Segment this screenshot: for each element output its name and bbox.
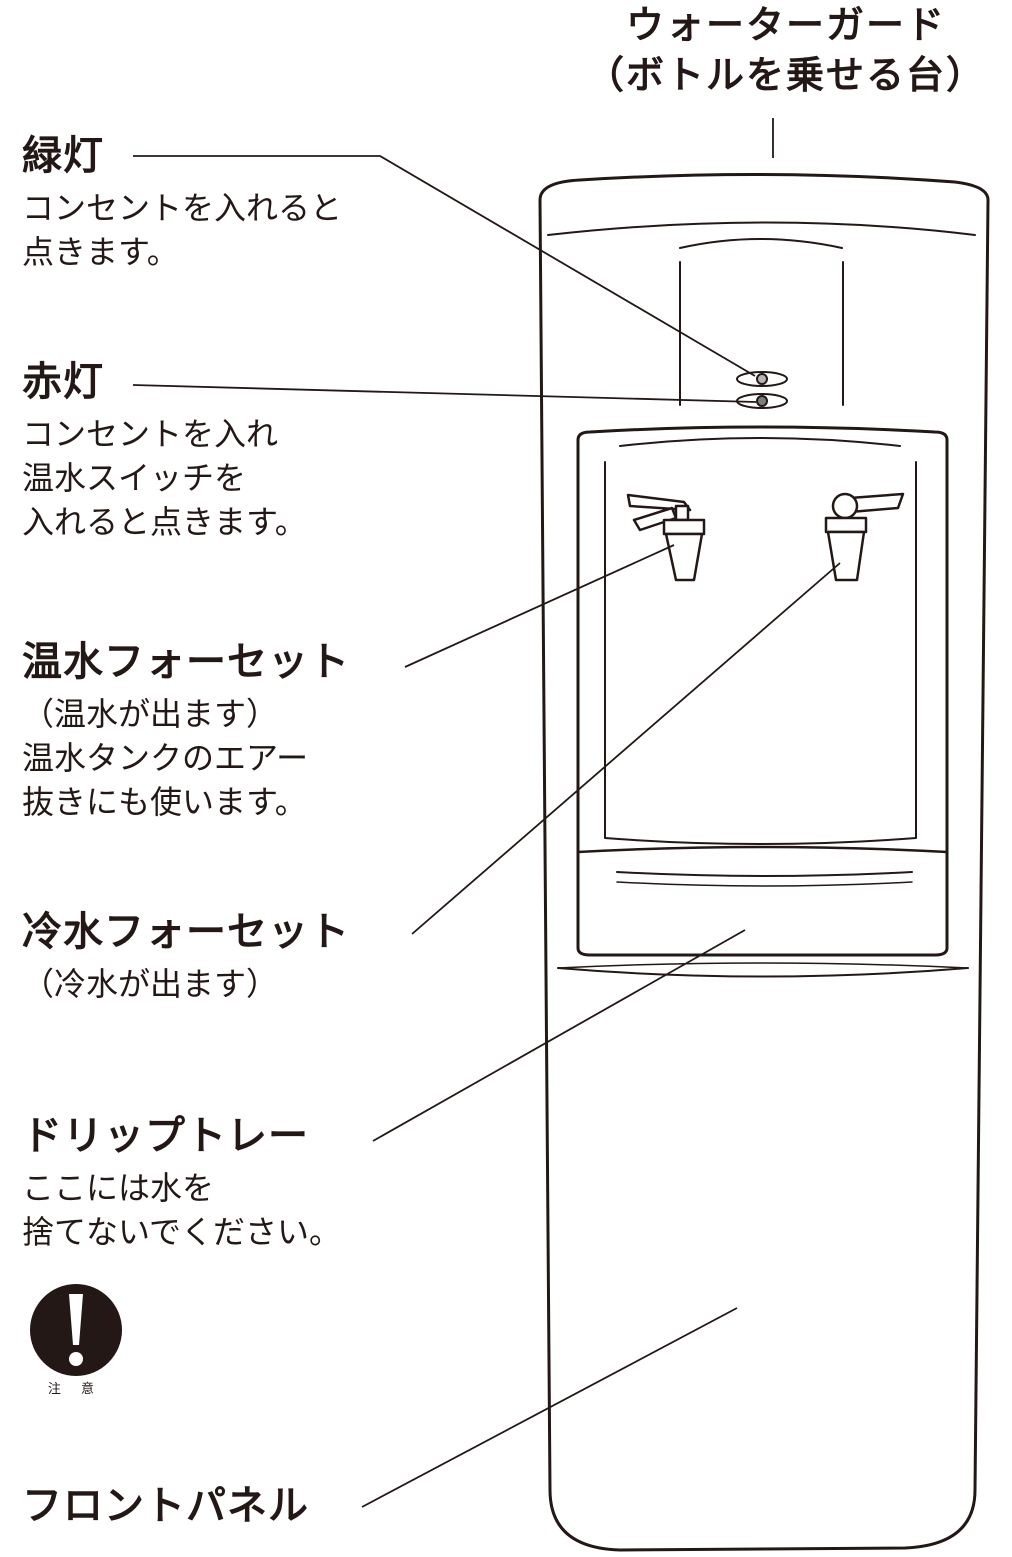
water-guard-ridge: [547, 221, 976, 236]
red-light-icon: [756, 395, 768, 407]
red-light-desc-3: 入れると点きます。: [22, 503, 307, 541]
front-panel-leader: [361, 1307, 738, 1508]
red-light-title: 赤灯: [22, 359, 104, 405]
faucet-alcove-outline: [576, 425, 949, 957]
drip-tray-desc-2: 捨てないでください。: [22, 1213, 342, 1251]
cold-faucet-desc-1: （冷水が出ます）: [22, 965, 279, 1003]
hot-faucet-title: 温水フォーセット: [22, 639, 350, 685]
front-panel-label: フロントパネル: [22, 1482, 309, 1530]
red-light-leader: [132, 384, 757, 403]
cold-faucet-title: 冷水フォーセット: [22, 909, 350, 955]
indicator-lights: [736, 371, 788, 409]
red-light-desc-2: 温水スイッチを: [22, 459, 247, 497]
drip-tray-desc-1: ここには水を: [22, 1169, 215, 1207]
drip-tray-label: ドリップトレー ここには水を 捨てないでください。: [22, 1112, 341, 1254]
green-light-title: 緑灯: [22, 133, 104, 179]
hot-faucet-leader: [404, 544, 675, 668]
caution-label: 注 意: [47, 1382, 103, 1397]
top-recess-arc: [679, 238, 843, 249]
cold-faucet-drawing: [824, 492, 905, 582]
hot-faucet-desc-2: 温水タンクのエアー: [22, 739, 309, 777]
dispenser-body-outline: [538, 172, 990, 1552]
front-panel-title: フロントパネル: [22, 1483, 309, 1529]
green-light-desc-2: 点きます。: [22, 233, 179, 271]
caution-icon: [30, 1284, 122, 1376]
drip-tray-outline: [576, 845, 949, 854]
water-guard-title: ウォーターガード: [625, 3, 946, 47]
green-light-icon: [756, 373, 768, 385]
water-guard-label: ウォーターガード （ボトルを乗せる台）: [560, 0, 1012, 100]
hot-faucet-desc-1: （温水が出ます）: [22, 695, 279, 733]
green-light-label: 緑灯 コンセントを入れると 点きます。: [22, 132, 342, 274]
green-light-desc-1: コンセントを入れると: [22, 189, 343, 227]
cold-faucet-label: 冷水フォーセット （冷水が出ます）: [22, 908, 350, 1006]
cold-faucet-leader: [411, 562, 841, 935]
drip-tray-leader: [372, 929, 746, 1142]
green-light-leader: [133, 155, 756, 377]
red-light-label: 赤灯 コンセントを入れ 温水スイッチを 入れると点きます。: [22, 358, 307, 544]
hot-faucet-drawing: [626, 493, 706, 582]
hot-faucet-desc-3: 抜きにも使います。: [22, 783, 307, 821]
drip-tray-title: ドリップトレー: [22, 1113, 309, 1159]
alcove-inner-panel: [604, 461, 917, 845]
red-light-desc-1: コンセントを入れ: [22, 415, 279, 453]
water-guard-subtitle: （ボトルを乗せる台）: [585, 53, 986, 97]
hot-faucet-label: 温水フォーセット （温水が出ます） 温水タンクのエアー 抜きにも使います。: [22, 638, 350, 824]
